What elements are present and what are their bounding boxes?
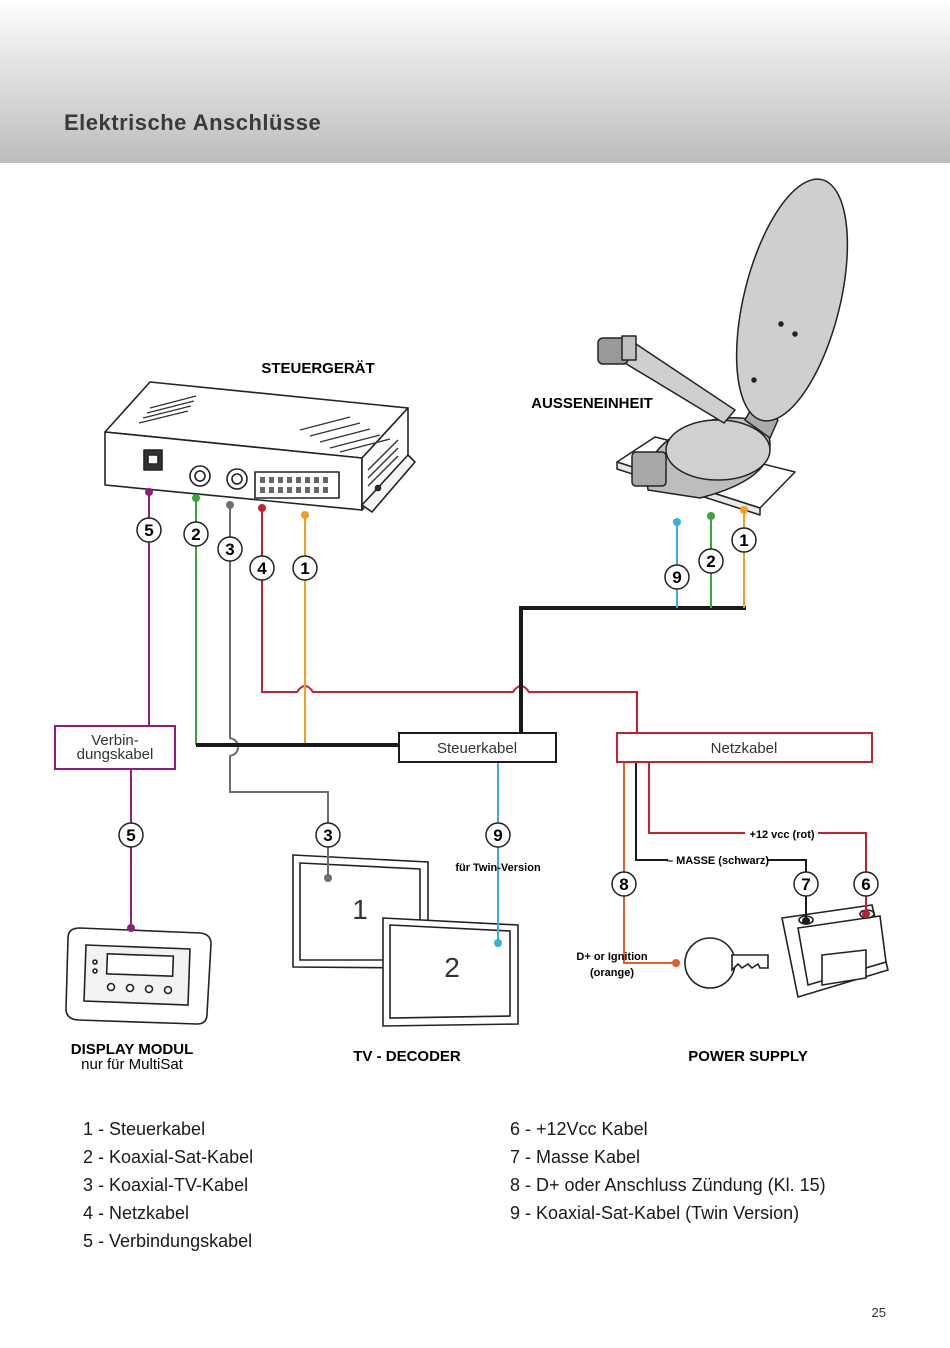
tv-screen-2-number: 2 [444,952,460,983]
verbindungskabel-label-2: dungskabel [77,746,154,763]
page-title: Elektrische Anschlüsse [64,110,322,135]
marker-5-lower: 5 [118,822,144,848]
netzkabel-box [616,732,873,763]
ausseneinheit-label: AUSSENEINHEIT [531,395,653,412]
marker-1-controller-text: 1 [300,559,309,578]
marker-6: 6 [853,871,879,897]
power-supply-label: POWER SUPPLY [688,1048,807,1065]
marker-5-upper-text: 5 [144,521,153,540]
legend-item: 8 - D+ oder Anschluss Zündung (Kl. 15) [510,1175,826,1195]
netzkabel-label: Netzkabel [711,740,778,757]
legend-item: 6 - +12Vcc Kabel [510,1119,648,1139]
marker-9-dish-text: 9 [672,568,681,587]
marker-2-dish: 2 [698,548,724,574]
marker-7: 7 [793,871,819,897]
marker-3-controller: 3 [217,536,243,562]
legend-item: 9 - Koaxial-Sat-Kabel (Twin Version) [510,1203,800,1223]
cable-8-endpoint [672,959,680,967]
tv-screen-2-icon [382,917,519,1027]
ignition-note-1: D+ or Ignition [576,951,647,963]
display-modul-sublabel: nur für MultiSat [81,1056,184,1073]
legend-item: 5 - Verbindungskabel [83,1231,253,1251]
cable-4 [261,508,638,733]
cable-3-endpoint-tv [324,874,332,882]
legend-left: 1 - Steuerkabel 2 - Koaxial-Sat-Kabel 3 … [83,1115,253,1255]
cable-7 [635,763,807,921]
cable-2-dish-endpoint [707,512,715,520]
marker-3-tv-text: 3 [323,826,332,845]
steuergeraet-label: STEUERGERÄT [261,360,374,377]
cable-2-controller-endpoint [192,494,200,502]
legend-item: 4 - Netzkabel [83,1203,190,1223]
marker-7-text: 7 [801,875,810,894]
cable-6-endpoint [862,910,870,918]
marker-8: 8 [611,871,637,897]
verbindungskabel-box [54,725,176,770]
marker-1-dish-text: 1 [739,531,748,550]
cable-7-endpoint [802,917,810,925]
cable-1-dish-endpoint [740,506,748,514]
steuerkabel-box [398,732,557,763]
marker-4-text: 4 [257,559,267,578]
legend-item: 7 - Masse Kabel [510,1147,641,1167]
marker-9-tv: 9 [485,822,511,848]
control-unit-icon [104,381,416,513]
marker-5-lower-text: 5 [126,826,135,845]
masse-note: – MASSE (schwarz) [667,855,769,867]
tv-screen-1-number: 1 [352,894,368,925]
cable-5-lower-endpoint [127,924,135,932]
ignition-note-2: (orange) [590,967,634,979]
marker-2-controller-text: 2 [191,525,200,544]
legend-item: 1 - Steuerkabel [83,1119,206,1139]
marker-5-upper: 5 [136,517,162,543]
ignition-key-icon [684,937,769,989]
cable-5-upper-endpoint [145,488,153,496]
marker-3-controller-text: 3 [225,540,234,559]
marker-6-text: 6 [861,875,870,894]
steuerkabel-label: Steuerkabel [437,740,517,757]
cable-9-dish-endpoint [673,518,681,526]
control-cable-bus [196,606,746,747]
wiring-diagram: STEUERGERÄT AUSSENEINHEIT DISPLAY MODUL … [54,178,889,1073]
marker-1-controller: 1 [292,555,318,581]
cable-4-endpoint [258,504,266,512]
page-number: 25 [871,1305,886,1320]
marker-2-dish-text: 2 [706,552,715,571]
cable-8 [623,763,676,964]
marker-2-controller: 2 [183,521,209,547]
legend-item: 2 - Koaxial-Sat-Kabel [83,1147,254,1167]
cable-3 [229,505,329,878]
display-module-icon [65,927,212,1025]
tv-decoder-label: TV - DECODER [353,1048,461,1065]
cable-9-tv-endpoint [494,939,502,947]
legend-item: 3 - Koaxial-TV-Kabel [83,1175,249,1195]
marker-9-tv-text: 9 [493,826,502,845]
battery-icon [781,904,889,999]
marker-8-text: 8 [619,875,628,894]
verbindungskabel-label-1: Verbin- [91,732,139,749]
header-band [0,0,950,163]
plus12-note: +12 vcc (rot) [749,829,814,841]
display-modul-label: DISPLAY MODUL [71,1041,194,1058]
marker-9-dish: 9 [664,564,690,590]
marker-4: 4 [249,555,275,581]
cable-3-endpoint-controller [226,501,234,509]
twin-version-note: für Twin-Version [455,862,541,874]
legend-right: 6 - +12Vcc Kabel 7 - Masse Kabel 8 - D+ … [510,1115,826,1227]
cable-1-controller-endpoint [301,511,309,519]
satellite-dish-icon [597,178,849,516]
marker-1-dish: 1 [731,527,757,553]
marker-3-tv: 3 [315,822,341,848]
